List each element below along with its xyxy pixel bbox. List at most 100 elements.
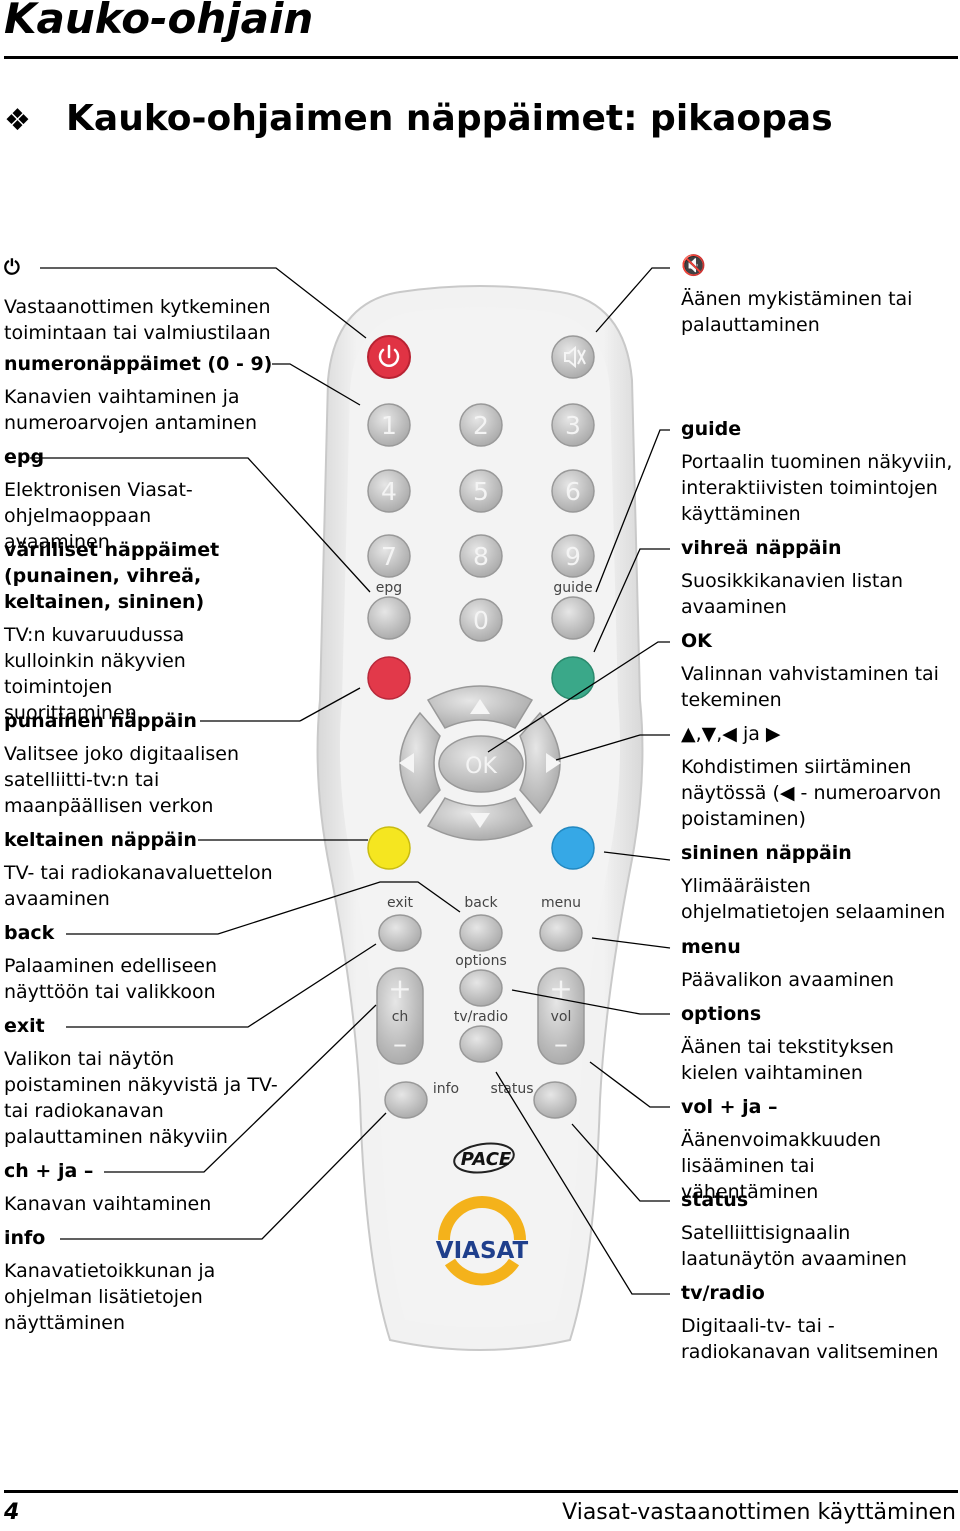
legend-label: status (681, 1189, 749, 1211)
tvradio-label: tv/radio (454, 1009, 508, 1025)
legend-label: tv/radio (681, 1282, 765, 1304)
leader-line-power (40, 267, 367, 339)
legend-desc: TV- tai radiokanavaluettelon avaaminen (4, 862, 273, 910)
legend-ch: ch + ja – Kanavan vaihtaminen (4, 1158, 274, 1217)
digit-button[interactable] (367, 534, 411, 578)
exit-button[interactable] (378, 914, 422, 952)
status-button[interactable] (533, 1081, 577, 1119)
leader-line-status (571, 1123, 670, 1202)
digit-label: 7 (381, 542, 397, 571)
legend-desc: Suosikkikanavien listan avaaminen (681, 570, 904, 618)
legend-tvradio: tv/radio Digitaali-tv- tai -radiokanavan… (681, 1280, 951, 1365)
back-button[interactable] (459, 914, 503, 952)
digit-label: 8 (473, 542, 489, 571)
digit-label: 5 (473, 477, 489, 506)
legend-status: status Satelliittisignaalin laatunäytön … (681, 1187, 951, 1272)
red-button[interactable] (367, 656, 411, 700)
leader-line-blue (603, 851, 671, 861)
digit-button[interactable] (551, 469, 595, 513)
legend-desc: Valikon tai näytön poistaminen näkyvistä… (4, 1048, 278, 1148)
legend-green-key: vihreä näppäin Suosikkikanavien listan a… (681, 535, 941, 620)
digit-button[interactable] (551, 534, 595, 578)
left-arrow-icon (399, 753, 414, 773)
digit-button[interactable] (367, 403, 411, 447)
legend-desc: Äänen mykistäminen tai palauttaminen (681, 288, 913, 336)
power-icon: ⏻ (4, 255, 20, 279)
vol-rocker[interactable] (537, 967, 585, 1065)
digit-label: 4 (381, 477, 397, 506)
leader-line-menu (591, 937, 671, 949)
footer-title: Viasat-vastaanottimen käyttäminen (562, 1500, 956, 1525)
blue-button[interactable] (551, 826, 595, 870)
legend-label: numeronäppäimet (0 - 9) (4, 353, 273, 375)
leader-line-ok (487, 641, 670, 753)
legend-desc: Kanavatietoikkunan ja ohjelman lisätieto… (4, 1260, 216, 1334)
digit-button[interactable] (367, 469, 411, 513)
options-label: options (455, 953, 507, 969)
legend-desc: Ylimääräisten ohjelmatietojen selaaminen (681, 875, 946, 923)
legend-menu: menu Päävalikon avaaminen (681, 934, 951, 993)
legend-ok: OK Valinnan vahvistaminen tai tekeminen (681, 628, 941, 713)
digit-label: 3 (565, 411, 581, 440)
left-arrow-button[interactable] (399, 711, 441, 815)
right-arrow-button[interactable] (519, 711, 561, 815)
tvradio-button[interactable] (459, 1025, 503, 1063)
mute-icon: 🔇 (681, 253, 706, 277)
legend-vol: vol + ja – Äänenvoimakkuuden lisääminen … (681, 1094, 951, 1205)
yellow-button[interactable] (367, 826, 411, 870)
header-rule (4, 56, 958, 59)
chapter-title: Kauko-ohjain (4, 0, 314, 43)
digit-button[interactable] (459, 534, 503, 578)
legend-label: epg (4, 446, 45, 468)
vol-plus-label: + (549, 972, 572, 1005)
legend-guide: guide Portaalin tuominen näkyviin, inter… (681, 416, 956, 527)
section-title: ❖ Kauko-ohjaimen näppäimet: pikaopas (4, 98, 833, 139)
ch-label: ch (392, 1009, 409, 1025)
ch-plus-label: + (388, 972, 411, 1005)
leader-line-mute (595, 267, 670, 333)
legend-desc: Vastaanottimen kytkeminen toimintaan tai… (4, 296, 271, 344)
menu-label: menu (541, 895, 581, 911)
digit-button[interactable] (459, 403, 503, 447)
leader-line-green (593, 548, 670, 653)
legend-power: ⏻ Vastaanottimen kytkeminen toimintaan t… (4, 254, 274, 346)
info-button[interactable] (384, 1081, 428, 1119)
guide-button[interactable] (551, 596, 595, 640)
legend-desc: Päävalikon avaaminen (681, 969, 895, 991)
legend-number-keys: numeronäppäimet (0 - 9) Kanavien vaihtam… (4, 351, 274, 436)
leader-line-back (66, 881, 461, 935)
back-label: back (464, 895, 498, 911)
legend-yellow-key: keltainen näppäin TV- tai radiokanavalue… (4, 827, 274, 912)
digit-button[interactable] (459, 598, 503, 642)
guide-label: guide (553, 580, 592, 596)
legend-options: options Äänen tai tekstityksen kielen va… (681, 1001, 951, 1086)
legend-desc: Kohdistimen siirtäminen näytössä (◀ - nu… (681, 756, 942, 830)
down-arrow-icon (470, 813, 490, 828)
section-title-text: Kauko-ohjaimen näppäimet: pikaopas (66, 98, 833, 139)
legend-label: vol + ja – (681, 1096, 778, 1118)
epg-button[interactable] (367, 596, 411, 640)
digit-button[interactable] (459, 469, 503, 513)
footer-rule (4, 1490, 958, 1493)
leader-line-info (60, 1112, 387, 1240)
legend-label: vihreä näppäin (681, 537, 842, 559)
legend-blue-key: sininen näppäin Ylimääräisten ohjelmatie… (681, 840, 956, 925)
leader-line-exit (66, 943, 377, 1028)
options-button[interactable] (459, 969, 503, 1007)
menu-button[interactable] (539, 914, 583, 952)
diamond-bullet-icon: ❖ (4, 103, 31, 138)
leader-line-guide (595, 429, 670, 593)
digit-button[interactable] (551, 403, 595, 447)
mute-button[interactable] (551, 335, 595, 379)
green-button[interactable] (551, 656, 595, 700)
legend-desc: Palaaminen edelliseen näyttöön tai valik… (4, 955, 218, 1003)
epg-label: epg (376, 580, 402, 596)
legend-desc: Valitsee joko digitaalisen satelliitti-t… (4, 743, 239, 817)
legend-desc: Kanavien vaihtaminen ja numeroarvojen an… (4, 386, 258, 434)
ok-button[interactable] (438, 735, 524, 793)
power-button-icon (378, 344, 400, 367)
leader-line-epg (30, 457, 371, 593)
ch-rocker[interactable] (376, 967, 424, 1065)
legend-desc: Valinnan vahvistaminen tai tekeminen (681, 663, 939, 711)
